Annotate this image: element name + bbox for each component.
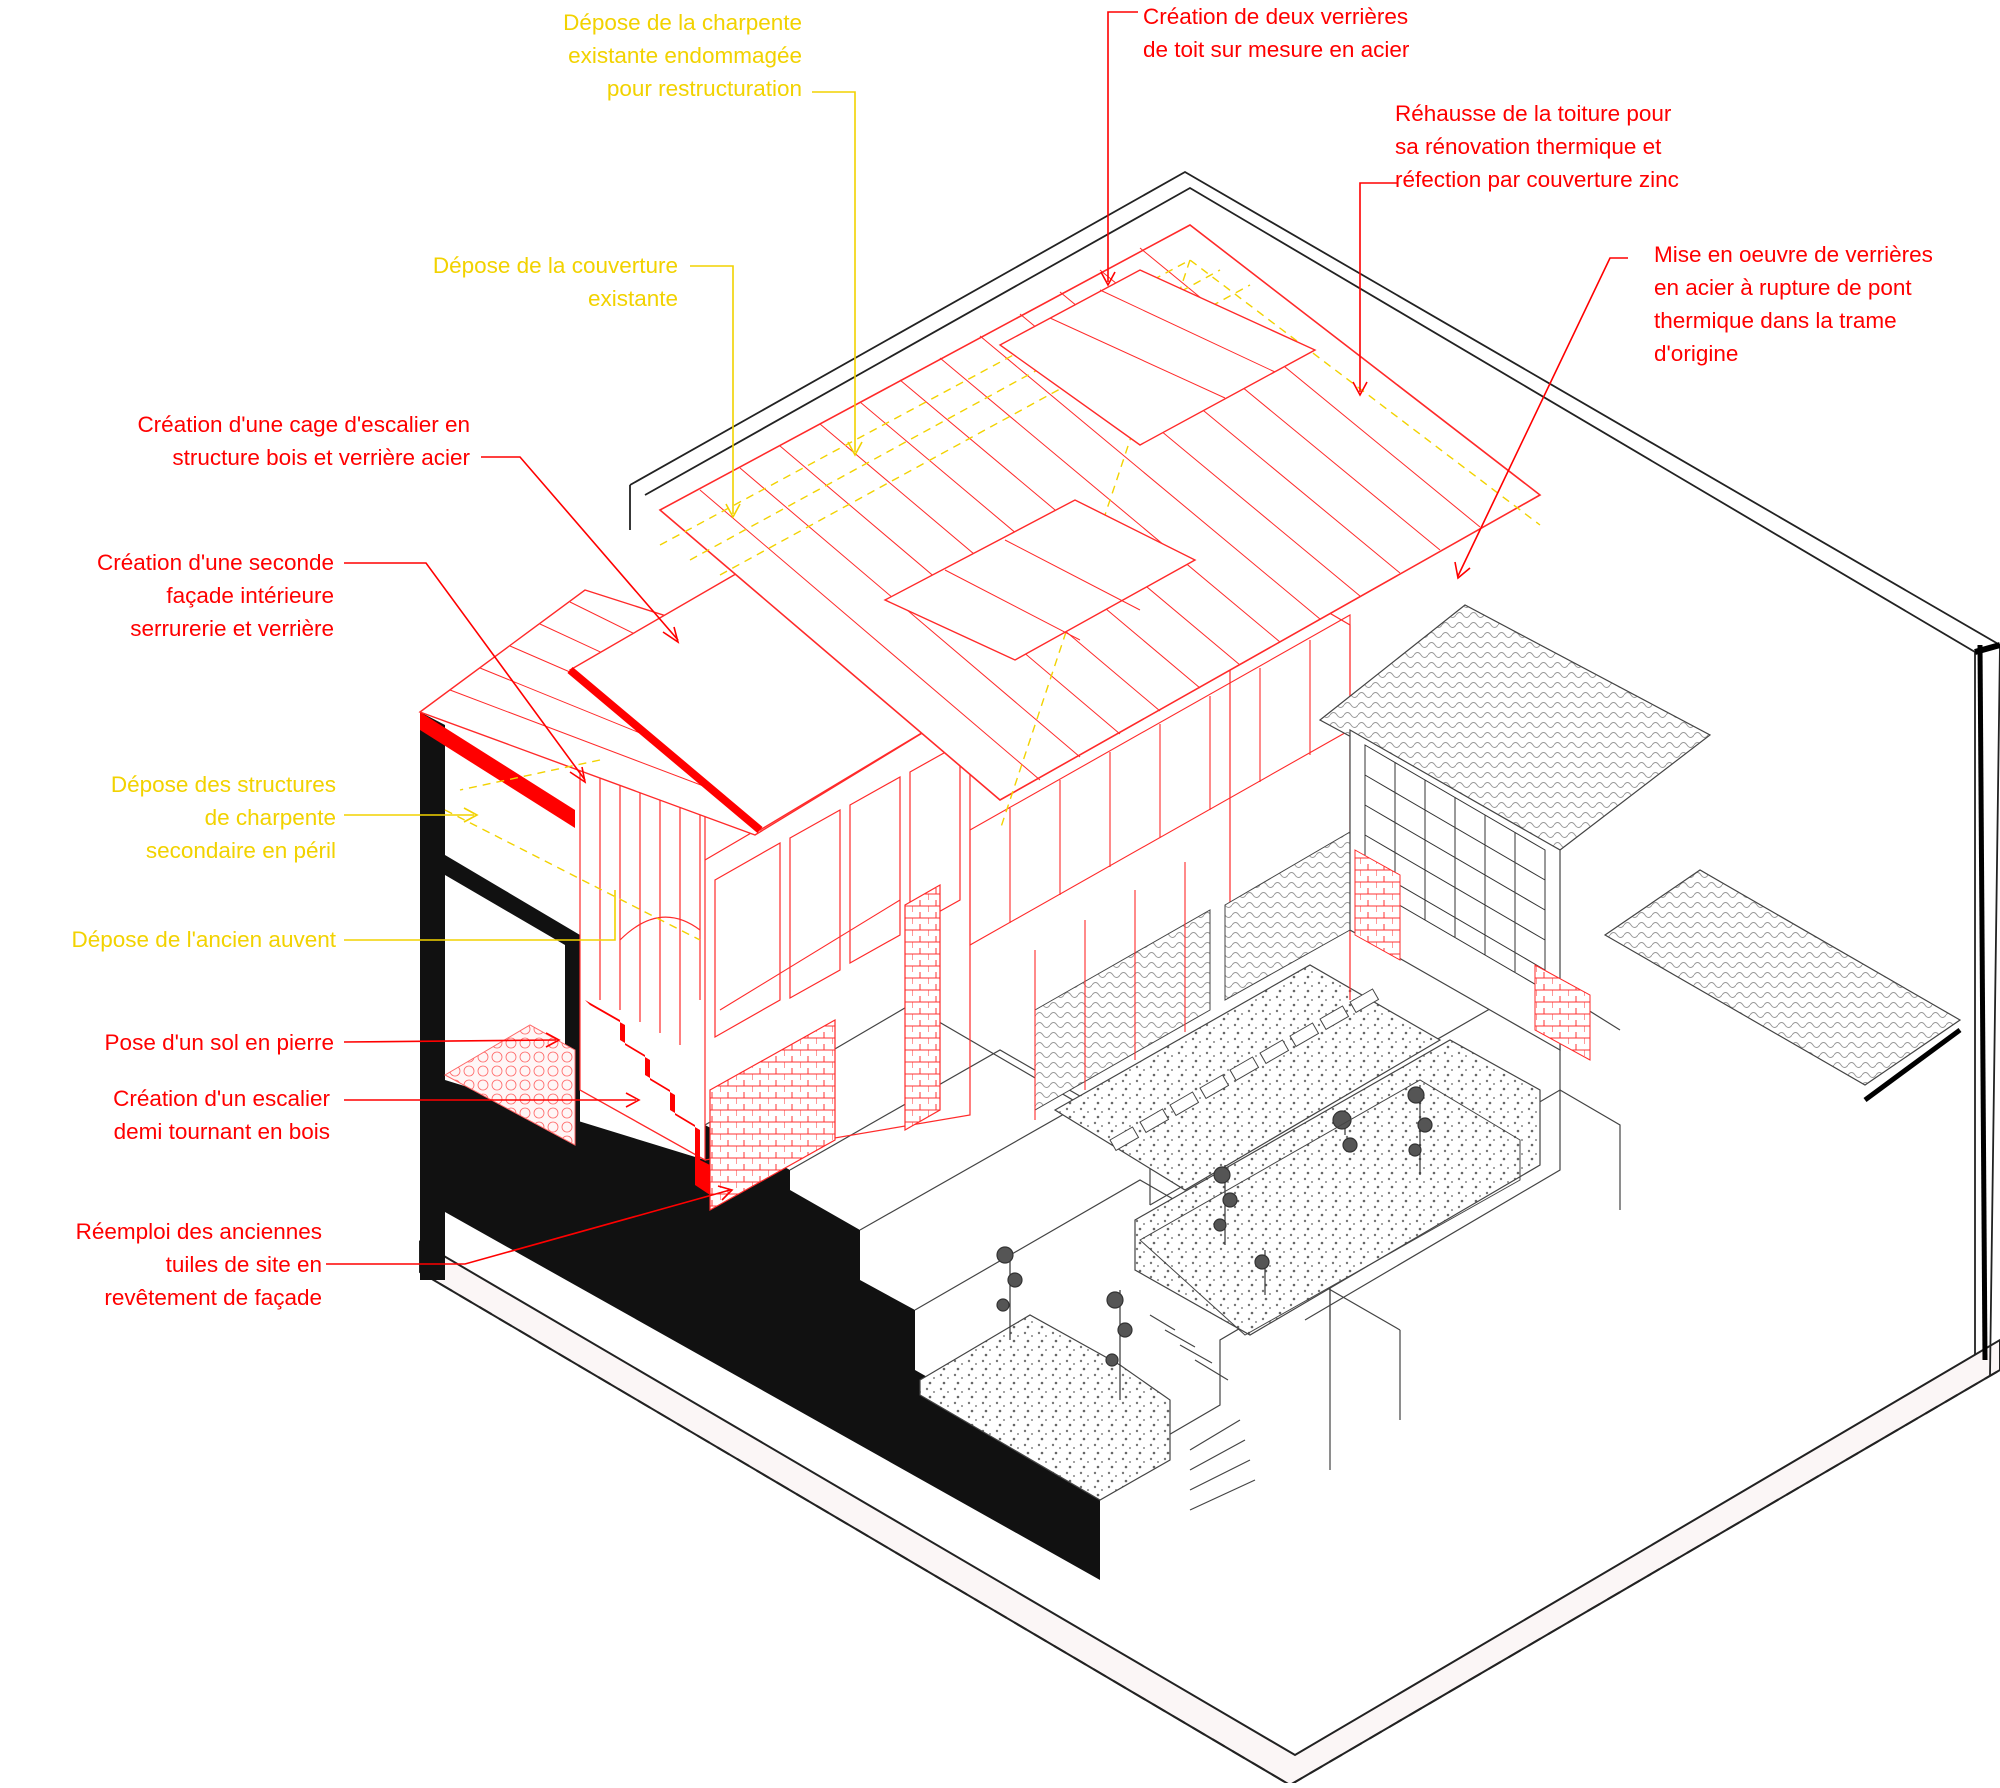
section-cut: [420, 712, 1100, 1580]
paving-stones: [1109, 988, 1380, 1152]
skylight-lower-mullions: [944, 539, 1141, 641]
gravel-courtyard-lower: [1134, 1039, 1541, 1336]
gravel-courtyard-upper: [1053, 964, 1442, 1191]
label-seconde-facade: Création d'une seconde façade intérieure…: [97, 550, 334, 641]
annex-tile-cladding-right: [1534, 964, 1591, 1061]
tree-1: [996, 1246, 1023, 1340]
label-cage-escalier: Création d'une cage d'escalier en struct…: [137, 412, 470, 470]
tree-4: [1332, 1110, 1358, 1153]
label-charpente-secondaire: Dépose des structures de charpente secon…: [110, 772, 336, 863]
side-awning: [1603, 869, 1962, 1086]
exterior-stairs: [1149, 1314, 1256, 1511]
stone-floor-room: [443, 1024, 576, 1146]
label-verrieres-rupture: Mise en oeuvre de verrières en acier à r…: [1654, 242, 1933, 366]
label-couverture-depose: Dépose de la couverture existante: [432, 253, 678, 311]
skylight-upper-mullions: [1049, 289, 1276, 399]
side-awning-edge: [1863, 1027, 1962, 1103]
label-rehausse-toiture: Réhausse de la toiture pour sa rénovatio…: [1395, 101, 1679, 192]
tree-6: [1254, 1250, 1270, 1295]
right-wall-edge: [1977, 644, 1988, 1361]
tree-5: [1407, 1085, 1433, 1175]
stair-cage-roof-edge: [567, 666, 763, 834]
label-escalier-bois: Création d'un escalier demi tournant en …: [113, 1086, 330, 1144]
gravel-planter-right: [1139, 1079, 1521, 1336]
tree-2: [1105, 1290, 1133, 1400]
annex-tile-cladding: [1354, 849, 1401, 961]
label-sol-pierre: Pose d'un sol en pierre: [104, 1030, 334, 1055]
leader-arrowheads: [463, 271, 1471, 1201]
leader-lines-demolition: [344, 91, 856, 941]
tree-3: [1213, 1165, 1238, 1245]
label-ancien-auvent: Dépose de l'ancien auvent: [71, 927, 337, 952]
leader-lines-creation: [326, 11, 1628, 1265]
enclosing-walls: [629, 170, 2000, 1376]
tile-cladding-pillar: [904, 883, 941, 1132]
label-reemploi-tuiles: Réemploi des anciennes tuiles de site en…: [75, 1219, 322, 1310]
interior-stair: [585, 1000, 710, 1195]
trees: [996, 1085, 1433, 1400]
grey-stone-wall-right: [1224, 831, 1351, 1001]
skylight-lower: [883, 499, 1197, 661]
label-charpente-depose: Dépose de la charpente existante endomma…: [563, 10, 802, 101]
skylight-upper: [998, 269, 1317, 446]
label-verrieres-toit: Création de deux verrières de toit sur m…: [1143, 4, 1410, 62]
